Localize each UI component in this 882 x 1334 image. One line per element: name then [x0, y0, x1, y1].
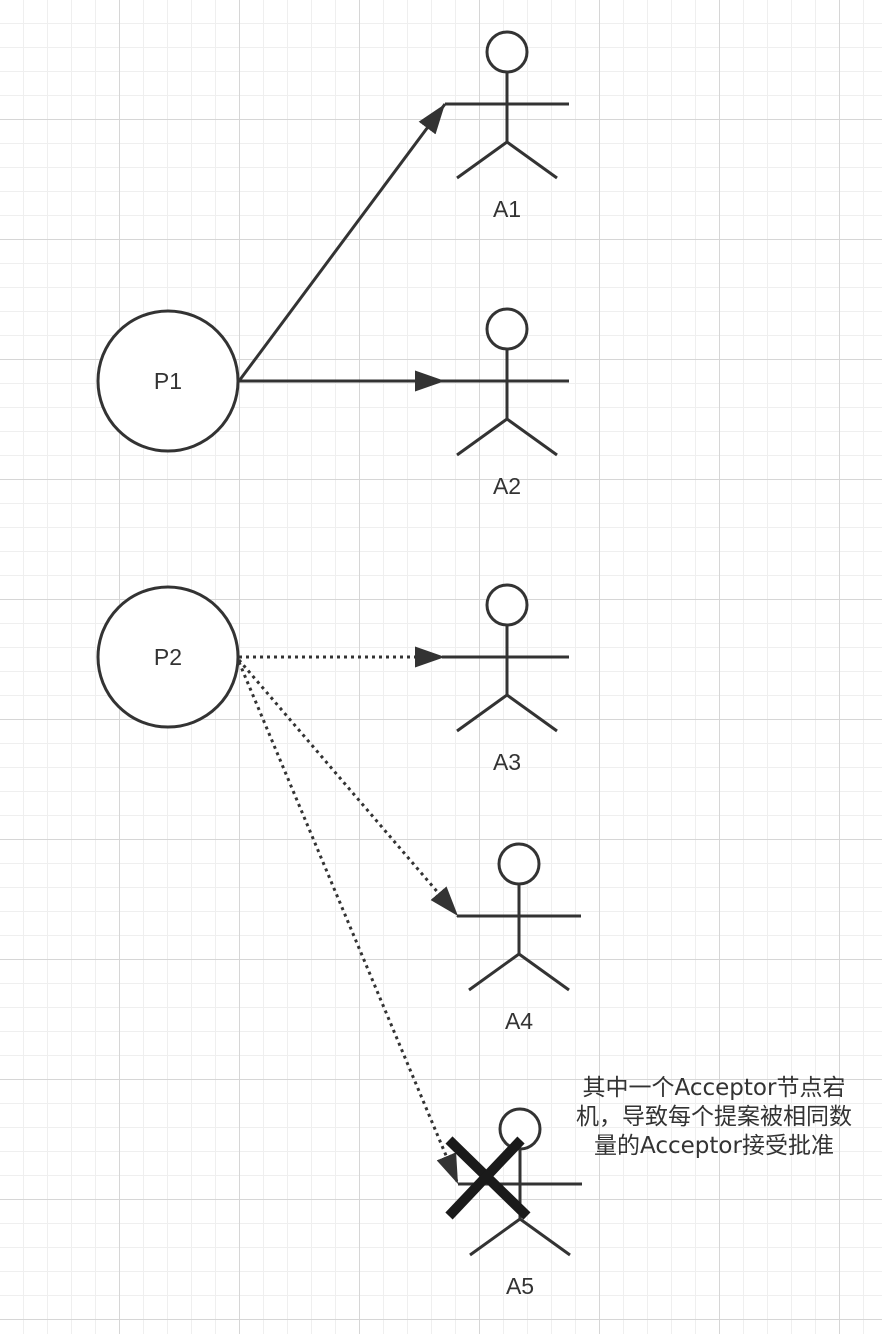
actor-leg-right: [519, 1217, 571, 1257]
acceptor-a3[interactable]: A3: [445, 583, 569, 775]
acceptor-label: A3: [493, 749, 521, 775]
proposer-label: P1: [154, 368, 182, 394]
actor-head: [485, 30, 529, 74]
actor-leg-left: [456, 417, 508, 457]
edges: [237, 103, 460, 1185]
acceptor-label: A2: [493, 473, 521, 499]
acceptor-label: A1: [493, 196, 521, 222]
proposer-p1[interactable]: P1: [96, 309, 240, 453]
actor-leg-right: [506, 693, 558, 733]
acceptor-a1[interactable]: A1: [445, 30, 569, 222]
actor-leg-left: [468, 952, 520, 992]
actor-leg-left: [469, 1217, 521, 1257]
actor-head: [485, 307, 529, 351]
proposer-label: P2: [154, 644, 182, 670]
actor-leg-left: [456, 693, 508, 733]
actor-leg-right: [518, 952, 570, 992]
proposer-circle: [96, 309, 240, 453]
acceptor-a4[interactable]: A4: [457, 842, 581, 1034]
edge-p2-a4[interactable]: [237, 659, 460, 917]
edge-p1-a1[interactable]: [237, 103, 447, 382]
actor-leg-left: [456, 140, 508, 180]
proposer-p2[interactable]: P2: [96, 585, 240, 729]
actor-leg-right: [506, 417, 558, 457]
actor-head: [485, 583, 529, 627]
acceptor-label: A4: [505, 1008, 533, 1034]
failure-cross-icon: [445, 1136, 531, 1220]
actor-leg-right: [506, 140, 558, 180]
acceptor-label: A5: [506, 1273, 534, 1299]
proposer-circle: [96, 585, 240, 729]
failure-note: 其中一个Acceptor节点宕机，导致每个提案被相同数量的Acceptor接受批…: [576, 1075, 852, 1159]
edge-p2-a5[interactable]: [237, 661, 460, 1185]
actor-head: [497, 842, 541, 886]
acceptor-a2[interactable]: A2: [445, 307, 569, 499]
